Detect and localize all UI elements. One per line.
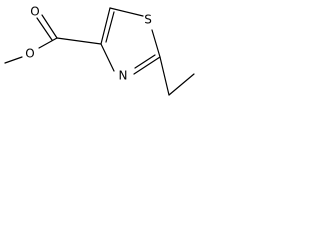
bond-carbonyl-ring-c4 (56, 37, 102, 45)
bond-ring-c2-ethyl-ch2 (159, 56, 170, 96)
bond-ring-c2-n (133, 56, 161, 75)
nitrogen-label: N (119, 69, 128, 83)
bond-carbonyl-double-2 (36, 17, 53, 41)
bond-ring-c2-n-inner (134, 54, 156, 69)
bond-ester-o-carbonyl-c (38, 37, 58, 49)
chemical-structure: O O S N (4, 5, 195, 96)
bond-ring-s-c2 (151, 29, 161, 58)
bond-carbonyl-double-1 (41, 14, 58, 39)
bond-ring-c4-c5 (100, 7, 111, 45)
bond-ethyl-ch2-ch3 (168, 73, 195, 96)
carbonyl-oxygen-label: O (30, 5, 39, 19)
bond-ring-c5-s (109, 7, 144, 17)
ester-oxygen-label: O (25, 47, 34, 61)
bond-ring-n-c4 (100, 43, 115, 72)
bond-ring-c4-c5-inner (105, 11, 115, 43)
sulfur-label: S (144, 13, 152, 27)
bond-methyl-ester-o (4, 56, 23, 64)
